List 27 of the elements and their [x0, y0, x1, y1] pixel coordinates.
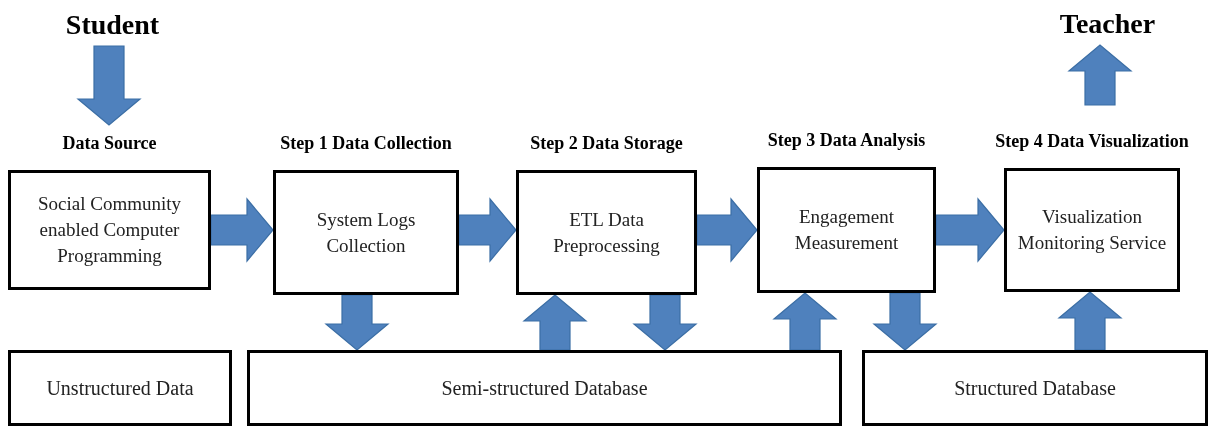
process-box: Social Community enabled Computer Programming [8, 170, 211, 290]
step-heading: Step 2 Data Storage [530, 132, 683, 155]
block-arrow [522, 294, 588, 351]
block-arrow [1067, 44, 1133, 106]
block-arrow [935, 197, 1005, 263]
database-box: Unstructured Data [8, 350, 232, 426]
process-box: System Logs Collection [273, 170, 459, 295]
block-arrow [458, 197, 517, 263]
actor-label: Teacher [1059, 10, 1156, 38]
block-arrow [210, 197, 274, 263]
database-box: Semi-structured Database [247, 350, 842, 426]
process-box: Visualization Monitoring Service [1004, 168, 1180, 292]
step-heading: Step 3 Data Analysis [767, 129, 926, 152]
database-box: Structured Database [862, 350, 1208, 426]
block-arrow [696, 197, 758, 263]
process-box: ETL Data Preprocessing [516, 170, 697, 295]
block-arrow [772, 292, 838, 351]
process-box: Engagement Measurement [757, 167, 936, 293]
step-heading: Step 1 Data Collection [280, 132, 452, 155]
block-arrow [1057, 291, 1123, 351]
actor-label: Student [65, 11, 160, 39]
block-arrow [324, 294, 390, 351]
block-arrow [76, 45, 142, 126]
step-heading: Data Source [62, 132, 157, 155]
block-arrow [872, 292, 938, 351]
block-arrow [632, 294, 698, 351]
step-heading: Step 4 Data Visualization [995, 130, 1189, 153]
